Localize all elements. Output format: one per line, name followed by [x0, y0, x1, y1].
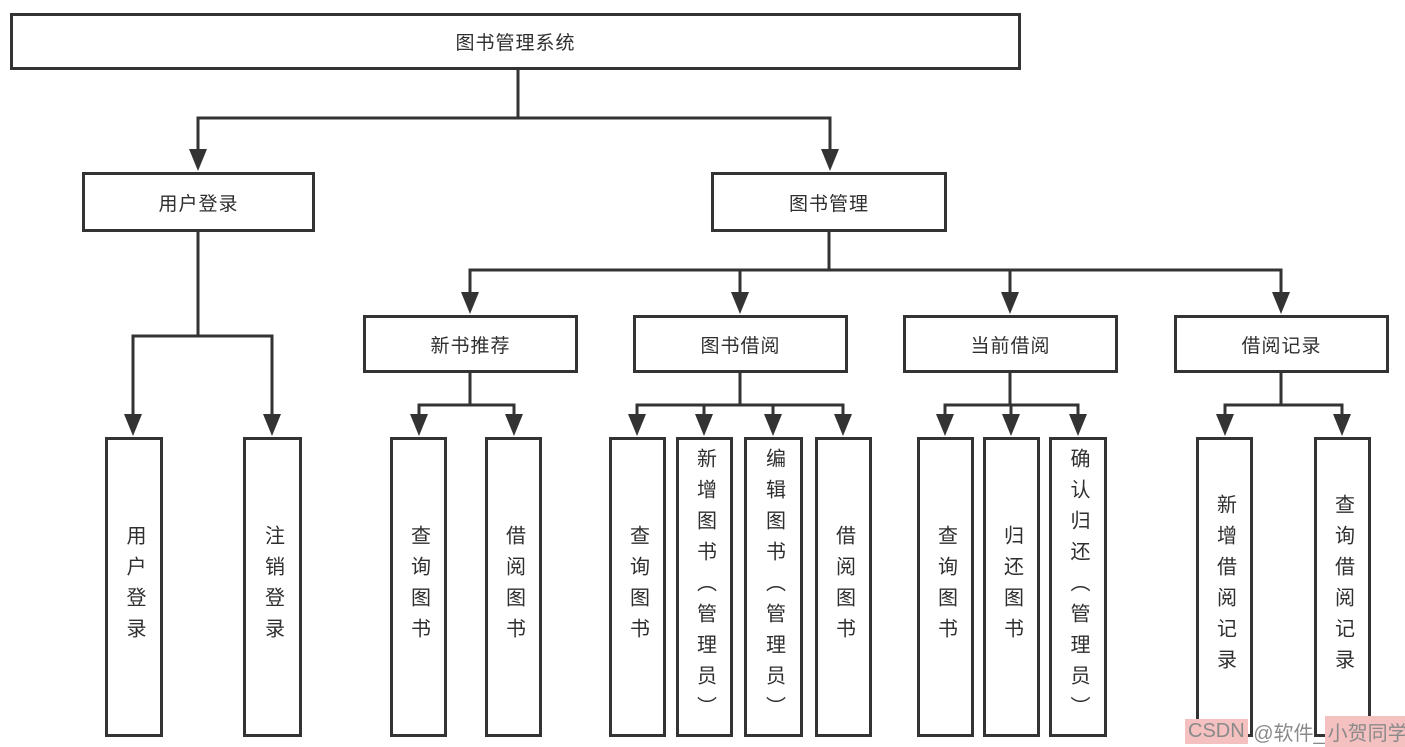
- leaf-confirm-return-admin-label: 确认归还（管理员）: [1067, 447, 1089, 727]
- leaf-add-borrow-record-label: 新增借阅记录: [1213, 494, 1236, 680]
- connector-user-login-branch: [124, 230, 281, 436]
- node-root: 图书管理系统: [10, 13, 1021, 70]
- arrow-down-icon: [124, 414, 142, 436]
- watermark: CSDN @软件_ 小贺同学: [1185, 715, 1405, 747]
- watermark-author: 小贺同学: [1324, 715, 1405, 747]
- arrow-down-icon: [1272, 292, 1290, 314]
- node-user-login: 用户登录: [82, 172, 315, 232]
- leaf-borrow-book-recommend-label: 借阅图书: [502, 525, 525, 649]
- connector-root-branch: [189, 68, 839, 171]
- arrow-down-icon: [1216, 414, 1234, 436]
- arrow-down-icon: [695, 414, 713, 436]
- arrow-down-icon: [1069, 414, 1087, 436]
- arrow-down-icon: [936, 414, 954, 436]
- leaf-add-borrow-record: 新增借阅记录: [1196, 437, 1253, 737]
- arrow-down-icon: [189, 149, 207, 171]
- node-book-borrow-label: 图书借阅: [700, 335, 781, 357]
- leaf-add-book-admin: 新增图书（管理员）: [676, 437, 733, 737]
- node-user-login-label: 用户登录: [158, 193, 239, 215]
- node-current-borrow: 当前借阅: [903, 315, 1118, 373]
- leaf-query-book-borrow: 查询图书: [609, 437, 666, 737]
- arrow-down-icon: [834, 414, 852, 436]
- watermark-separator: @软件_: [1247, 722, 1325, 745]
- leaf-query-book-current: 查询图书: [917, 437, 974, 737]
- leaf-query-borrow-record-label: 查询借阅记录: [1331, 494, 1354, 680]
- leaf-edit-book-admin: 编辑图书（管理员）: [744, 437, 803, 737]
- leaf-borrow-book-recommend: 借阅图书: [485, 437, 542, 737]
- leaf-user-login-label: 用户登录: [123, 525, 145, 649]
- arrow-down-icon: [1001, 292, 1019, 314]
- leaf-borrow-book: 借阅图书: [815, 437, 872, 737]
- connector-book-management-branch: [461, 230, 1290, 314]
- leaf-user-login: 用户登录: [105, 437, 163, 737]
- leaf-logout-label: 注销登录: [261, 525, 284, 649]
- connector-borrow-records-branch: [1216, 371, 1351, 436]
- arrow-down-icon: [628, 414, 646, 436]
- arrow-down-icon: [821, 149, 839, 171]
- leaf-query-book-recommend-label: 查询图书: [407, 525, 430, 649]
- leaf-borrow-book-label: 借阅图书: [832, 525, 855, 649]
- connector-current-borrow-branch: [936, 371, 1087, 436]
- arrow-down-icon: [731, 292, 749, 314]
- node-book-management-label: 图书管理: [788, 193, 869, 215]
- connector-book-borrow-branch: [628, 371, 852, 436]
- node-root-label: 图书管理系统: [455, 33, 576, 54]
- connector-new-book-recommend-branch: [410, 371, 523, 436]
- leaf-query-book-current-label: 查询图书: [934, 525, 957, 649]
- leaf-confirm-return-admin: 确认归还（管理员）: [1049, 437, 1107, 737]
- arrow-down-icon: [410, 414, 428, 436]
- leaf-query-book-recommend: 查询图书: [390, 437, 447, 737]
- arrow-down-icon: [505, 414, 523, 436]
- node-new-book-recommend-label: 新书推荐: [430, 335, 511, 357]
- watermark-brand: CSDN: [1185, 718, 1248, 744]
- arrow-down-icon: [1002, 414, 1020, 436]
- node-book-management: 图书管理: [711, 172, 947, 232]
- arrow-down-icon: [263, 414, 281, 436]
- leaf-add-book-admin-label: 新增图书（管理员）: [693, 447, 716, 727]
- leaf-return-book-label: 归还图书: [1000, 525, 1023, 649]
- node-new-book-recommend: 新书推荐: [363, 315, 578, 373]
- arrow-down-icon: [461, 292, 479, 314]
- node-book-borrow: 图书借阅: [633, 315, 848, 373]
- leaf-logout: 注销登录: [243, 437, 302, 737]
- node-borrow-records-label: 借阅记录: [1241, 335, 1322, 357]
- arrow-down-icon: [1333, 414, 1351, 436]
- leaf-edit-book-admin-label: 编辑图书（管理员）: [762, 447, 785, 727]
- node-current-borrow-label: 当前借阅: [970, 335, 1051, 357]
- node-borrow-records: 借阅记录: [1174, 315, 1389, 373]
- leaf-query-book-borrow-label: 查询图书: [626, 525, 649, 649]
- leaf-return-book: 归还图书: [983, 437, 1040, 737]
- leaf-query-borrow-record: 查询借阅记录: [1314, 437, 1371, 737]
- arrow-down-icon: [764, 414, 782, 436]
